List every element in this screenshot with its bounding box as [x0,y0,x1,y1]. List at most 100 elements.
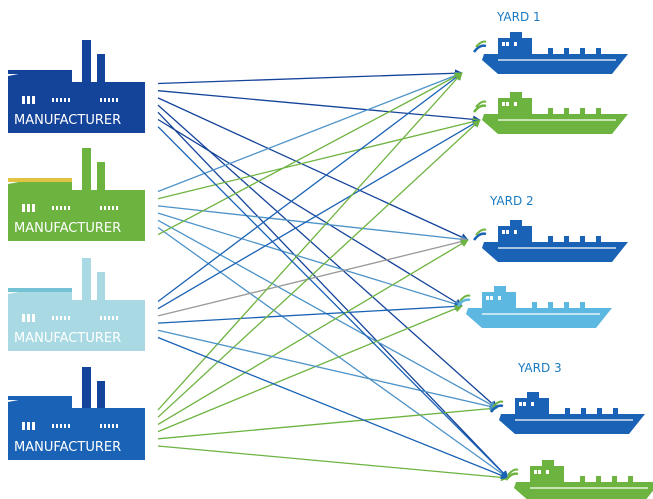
window [100,424,102,428]
bow-wave [473,232,487,241]
factory-body [8,288,145,351]
window [546,470,549,474]
window [68,424,70,428]
chimney [82,258,91,302]
window [498,296,501,300]
connection-line [157,104,498,409]
deck-post [628,476,633,482]
window [52,316,54,320]
bow-wave [490,404,504,413]
window [32,314,35,322]
connection-line [157,237,469,317]
chimney [82,148,91,192]
connection-line [157,212,463,308]
chimney [97,381,105,410]
ship-hull [499,414,645,434]
yard-label: YARD 1 [496,10,541,24]
ship [505,460,653,499]
window [108,206,110,210]
connection-line [157,118,463,307]
manufacturer-factory: MANUFACTURER [8,148,145,241]
chimney [82,40,91,84]
connection-line [157,69,463,85]
window [104,98,106,102]
window [32,96,35,104]
window [100,98,102,102]
bow-wave [459,294,471,302]
window [68,316,70,320]
connection-line [157,205,469,244]
chimney [97,272,105,302]
window [100,206,102,210]
connection-line [157,117,481,200]
window [32,422,35,430]
connection-line [157,72,463,303]
window [60,98,62,102]
deck-post [548,48,553,54]
connection-line [157,72,463,236]
manufacturer-factory: MANUFACTURER [8,367,145,460]
window [64,316,66,320]
window [108,316,110,320]
window [56,424,58,428]
deck-post [548,236,553,242]
window [112,424,114,428]
connection-line [157,90,481,124]
ship-mast [510,220,522,227]
window [56,316,58,320]
window [531,402,534,406]
deck-post [596,48,601,54]
window [116,316,118,320]
window [52,206,54,210]
connection-line [157,329,498,411]
window [68,98,70,102]
deck-post [565,408,570,414]
deck-post [596,108,601,114]
deck-post [580,236,585,242]
window [116,206,118,210]
window [104,424,106,428]
window [116,98,118,102]
deck-post [580,48,585,54]
ship-hull [482,54,628,74]
factory-body [8,70,145,133]
manufacturer-factory: MANUFACTURER [8,40,145,133]
connection-line [157,404,498,440]
window [32,204,35,212]
window [60,316,62,320]
connection-line [157,97,469,241]
window [534,470,537,474]
window [22,314,25,322]
window [68,206,70,210]
manufacturer-label: MANUFACTURER [14,113,121,128]
ship [473,92,628,134]
window [108,98,110,102]
window [519,402,522,406]
window [514,230,517,234]
window [104,206,106,210]
bow-wave [505,472,519,481]
window [112,98,114,102]
deck-post [532,302,537,308]
window [112,316,114,320]
deck-post [596,236,601,242]
ship-mast [542,460,554,467]
bow-wave [475,228,487,236]
factory-roof [8,288,72,292]
window [514,102,517,106]
manufacturers: MANUFACTURERMANUFACTURERMANUFACTURERMANU… [8,40,145,460]
window [27,314,30,322]
window [60,206,62,210]
ship-hull [466,308,612,328]
window [506,42,509,46]
bow-wave [475,100,487,108]
window [100,316,102,320]
bow-wave [457,298,471,307]
ship-mast [510,32,522,39]
chimney [82,367,91,410]
window [523,402,526,406]
ship-mast [494,286,506,293]
chimney [97,54,105,84]
deck-post [580,108,585,114]
